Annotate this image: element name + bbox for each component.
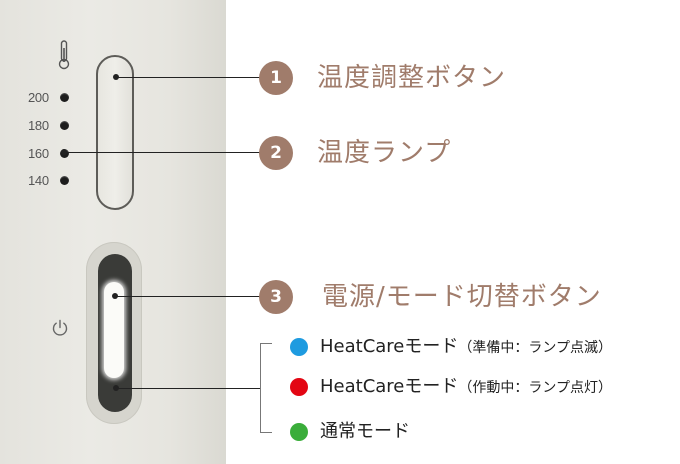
mode-color-green — [290, 423, 308, 441]
temp-label-200: 200 — [28, 90, 49, 105]
mode-heatcare-active: HeatCareモード（作動中：ランプ点灯） — [320, 377, 612, 398]
mode-note: （作動中：ランプ点灯） — [458, 380, 612, 396]
mode-bracket-bottom — [260, 432, 272, 433]
leader-line-2 — [64, 152, 260, 153]
callout-badge-3: 3 — [259, 280, 293, 314]
leader-line-3 — [115, 296, 260, 297]
mode-bracket-top — [260, 343, 272, 344]
callout-badge-2: 2 — [259, 136, 293, 170]
leader-line-led — [116, 388, 260, 389]
power-icon — [52, 319, 68, 336]
mode-name: HeatCareモード — [320, 336, 459, 357]
temp-lamp-200 — [60, 93, 69, 102]
mode-bracket — [260, 343, 261, 432]
mode-normal: 通常モード — [320, 422, 410, 442]
mode-name: HeatCareモード — [320, 376, 459, 397]
leader-line-1 — [116, 77, 260, 78]
temperature-adjust-button[interactable] — [96, 55, 134, 210]
callout-label-temperature-lamp: 温度ランプ — [317, 138, 452, 168]
temp-label-160: 160 — [28, 146, 49, 161]
device-body: 200 180 160 140 — [0, 0, 226, 464]
mode-color-red — [290, 378, 308, 396]
temp-label-140: 140 — [28, 173, 49, 188]
mode-color-blue — [290, 338, 308, 356]
mode-heatcare-standby: HeatCareモード（準備中：ランプ点滅） — [320, 337, 612, 358]
mode-note: （準備中：ランプ点滅） — [458, 340, 612, 356]
mode-name: 通常モード — [320, 421, 410, 442]
temp-lamp-140 — [60, 176, 69, 185]
temp-lamp-180 — [60, 121, 69, 130]
mode-indicator-lamp — [104, 282, 124, 378]
callout-label-power-mode-button: 電源/モード切替ボタン — [322, 282, 602, 312]
temp-label-180: 180 — [28, 118, 49, 133]
callout-badge-1: 1 — [259, 61, 293, 95]
thermometer-icon — [58, 40, 70, 70]
callout-label-temperature-button: 温度調整ボタン — [317, 63, 507, 93]
